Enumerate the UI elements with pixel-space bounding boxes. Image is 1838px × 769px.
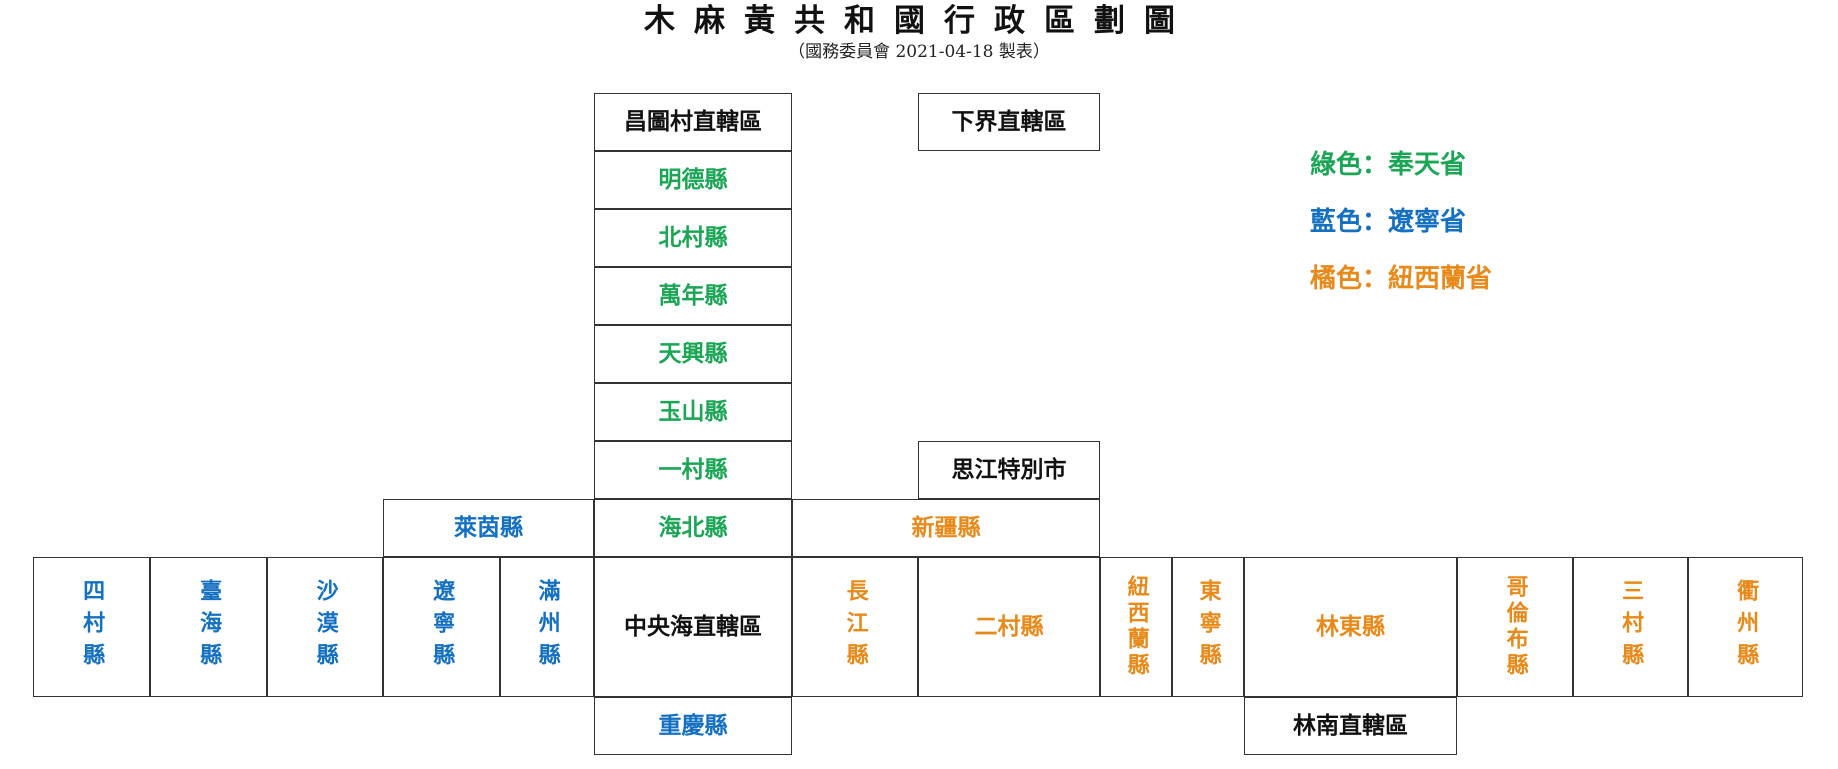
region-taihai: 臺海縣 [150,557,267,697]
region-changtu: 昌圖村直轄區 [594,93,792,151]
region-haibei: 海北縣 [594,499,792,557]
region-wannian: 萬年縣 [594,267,792,325]
region-xiajie: 下界直轄區 [918,93,1100,151]
region-zhongyanghai: 中央海直轄區 [594,557,792,697]
region-ercun: 二村縣 [918,557,1100,697]
region-sicun: 四村縣 [33,557,150,697]
region-linnan: 林南直轄區 [1244,697,1457,755]
legend-item-green: 綠色：奉天省 [1310,150,1467,180]
region-yicun: 一村縣 [594,441,792,499]
region-chongqing: 重慶縣 [594,697,792,755]
region-changjiang: 長江縣 [792,557,918,697]
region-tianxing: 天興縣 [594,325,792,383]
region-gelunbu: 哥倫布縣 [1457,557,1573,697]
region-shamo: 沙漠縣 [267,557,383,697]
region-lindong: 林東縣 [1244,557,1457,697]
region-laiyin: 萊茵縣 [383,499,594,557]
region-liaoning: 遼寧縣 [383,557,500,697]
region-sijiang: 思江特別市 [918,441,1100,499]
region-niuxilan: 紐西蘭縣 [1100,557,1172,697]
region-yushan: 玉山縣 [594,383,792,441]
region-dongning: 東寧縣 [1172,557,1244,697]
region-xinjiang: 新疆縣 [792,499,1100,557]
legend-item-orange: 橘色：紐西蘭省 [1310,264,1493,294]
region-manzhou: 滿州縣 [500,557,594,697]
map-subtitle: （國務委員會 2021-04-18 製表） [788,42,1050,62]
region-mingde: 明德縣 [594,151,792,209]
region-quzhou: 衢州縣 [1688,557,1803,697]
map-title: 木麻黃共和國行政區劃圖 [644,3,1194,39]
region-beicun: 北村縣 [594,209,792,267]
legend-item-blue: 藍色：遼寧省 [1310,207,1467,237]
region-sancun: 三村縣 [1573,557,1688,697]
